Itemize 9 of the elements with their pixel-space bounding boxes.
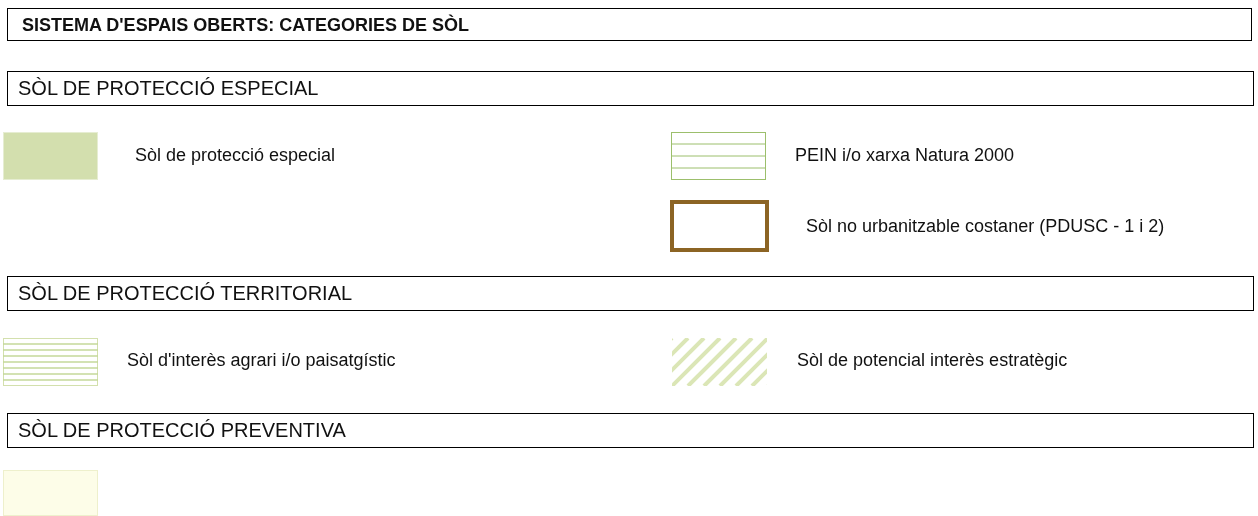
legend-label: Sòl de protecció especial <box>135 145 336 166</box>
legend-label: Sòl de potencial interès estratègic <box>797 350 1068 371</box>
section-header: SÒL DE PROTECCIÓ TERRITORIAL <box>7 276 1254 311</box>
section-header: SÒL DE PROTECCIÓ ESPECIAL <box>7 71 1254 106</box>
legend-label: Sòl no urbanitzable costaner (PDUSC - 1 i 2) <box>806 216 1165 237</box>
section-header: SÒL DE PROTECCIÓ PREVENTIVA <box>7 413 1254 448</box>
legend-title: SISTEMA D'ESPAIS OBERTS: CATEGORIES DE SÒL <box>7 8 1252 41</box>
legend-label: Sòl d'interès agrari i/o paisatgístic <box>127 350 396 371</box>
legend-label: PEIN i/o xarxa Natura 2000 <box>795 145 1015 166</box>
